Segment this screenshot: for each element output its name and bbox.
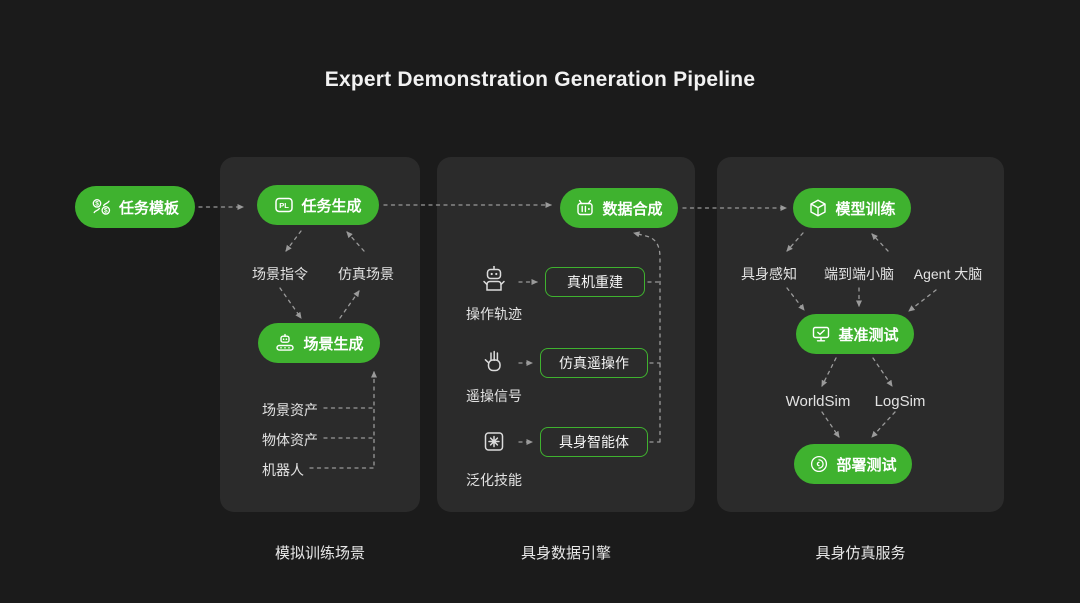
label-scene-instruction: 场景指令	[252, 266, 308, 282]
label-teleop-signal: 遥操信号	[466, 388, 522, 404]
svg-text:PL: PL	[280, 201, 290, 210]
label-operation-trajectory: 操作轨迹	[466, 306, 522, 322]
svg-text:$: $	[95, 201, 99, 208]
caption-embodied-data-engine: 具身数据引擎	[520, 545, 611, 562]
label-robot-asset: 机器人	[262, 462, 304, 478]
cube-icon	[808, 198, 828, 218]
label-end-to-end-cerebellum: 端到端小脑	[824, 266, 894, 282]
fingerprint-icon	[809, 454, 829, 474]
skill-icon	[479, 425, 509, 457]
node-label: 场景生成	[303, 335, 364, 353]
pl-icon: PL	[274, 195, 294, 215]
node-label: 模型训练	[835, 200, 896, 218]
glove-icon	[479, 346, 509, 378]
box-sim-teleoperation: 仿真遥操作	[540, 348, 648, 378]
robot-conveyor-icon	[274, 333, 296, 353]
diagram-title: Expert Demonstration Generation Pipeline	[324, 68, 756, 91]
node-label: 任务生成	[301, 197, 362, 215]
task-template-icon: $ $	[91, 197, 112, 217]
node-label: 部署测试	[836, 456, 897, 474]
robot-icon	[479, 264, 509, 296]
caption-sim-training-scene: 模拟训练场景	[274, 545, 365, 562]
label-scene-assets: 场景资产	[262, 402, 318, 418]
node-label: 任务模板	[118, 199, 179, 217]
recorder-icon	[575, 198, 595, 218]
node-data-synthesis: 数据合成	[560, 188, 678, 228]
label-sim-scene: 仿真场景	[338, 266, 394, 282]
monitor-check-icon	[811, 324, 831, 344]
node-model-training: 模型训练	[793, 188, 911, 228]
label-object-assets: 物体资产	[262, 432, 318, 448]
caption-embodied-sim-service: 具身仿真服务	[815, 545, 906, 562]
node-benchmark-test: 基准测试	[796, 314, 914, 354]
label-embodied-perception: 具身感知	[741, 266, 797, 282]
node-label: 基准测试	[838, 326, 899, 344]
node-scene-generation: 场景生成	[258, 323, 380, 363]
label-agent-brain: Agent 大脑	[913, 266, 983, 282]
svg-text:$: $	[104, 208, 108, 215]
label-logsim: LogSim	[874, 393, 926, 410]
node-label: 数据合成	[602, 200, 663, 218]
node-task-template: $ $ 任务模板	[75, 186, 195, 228]
label-generalized-skills: 泛化技能	[466, 472, 522, 488]
label-worldsim: WorldSim	[785, 393, 851, 410]
box-embodied-agent: 具身智能体	[540, 427, 648, 457]
node-task-generation: PL 任务生成	[257, 185, 379, 225]
node-deployment-test: 部署测试	[794, 444, 912, 484]
box-real-machine-reconstruction: 真机重建	[545, 267, 645, 297]
